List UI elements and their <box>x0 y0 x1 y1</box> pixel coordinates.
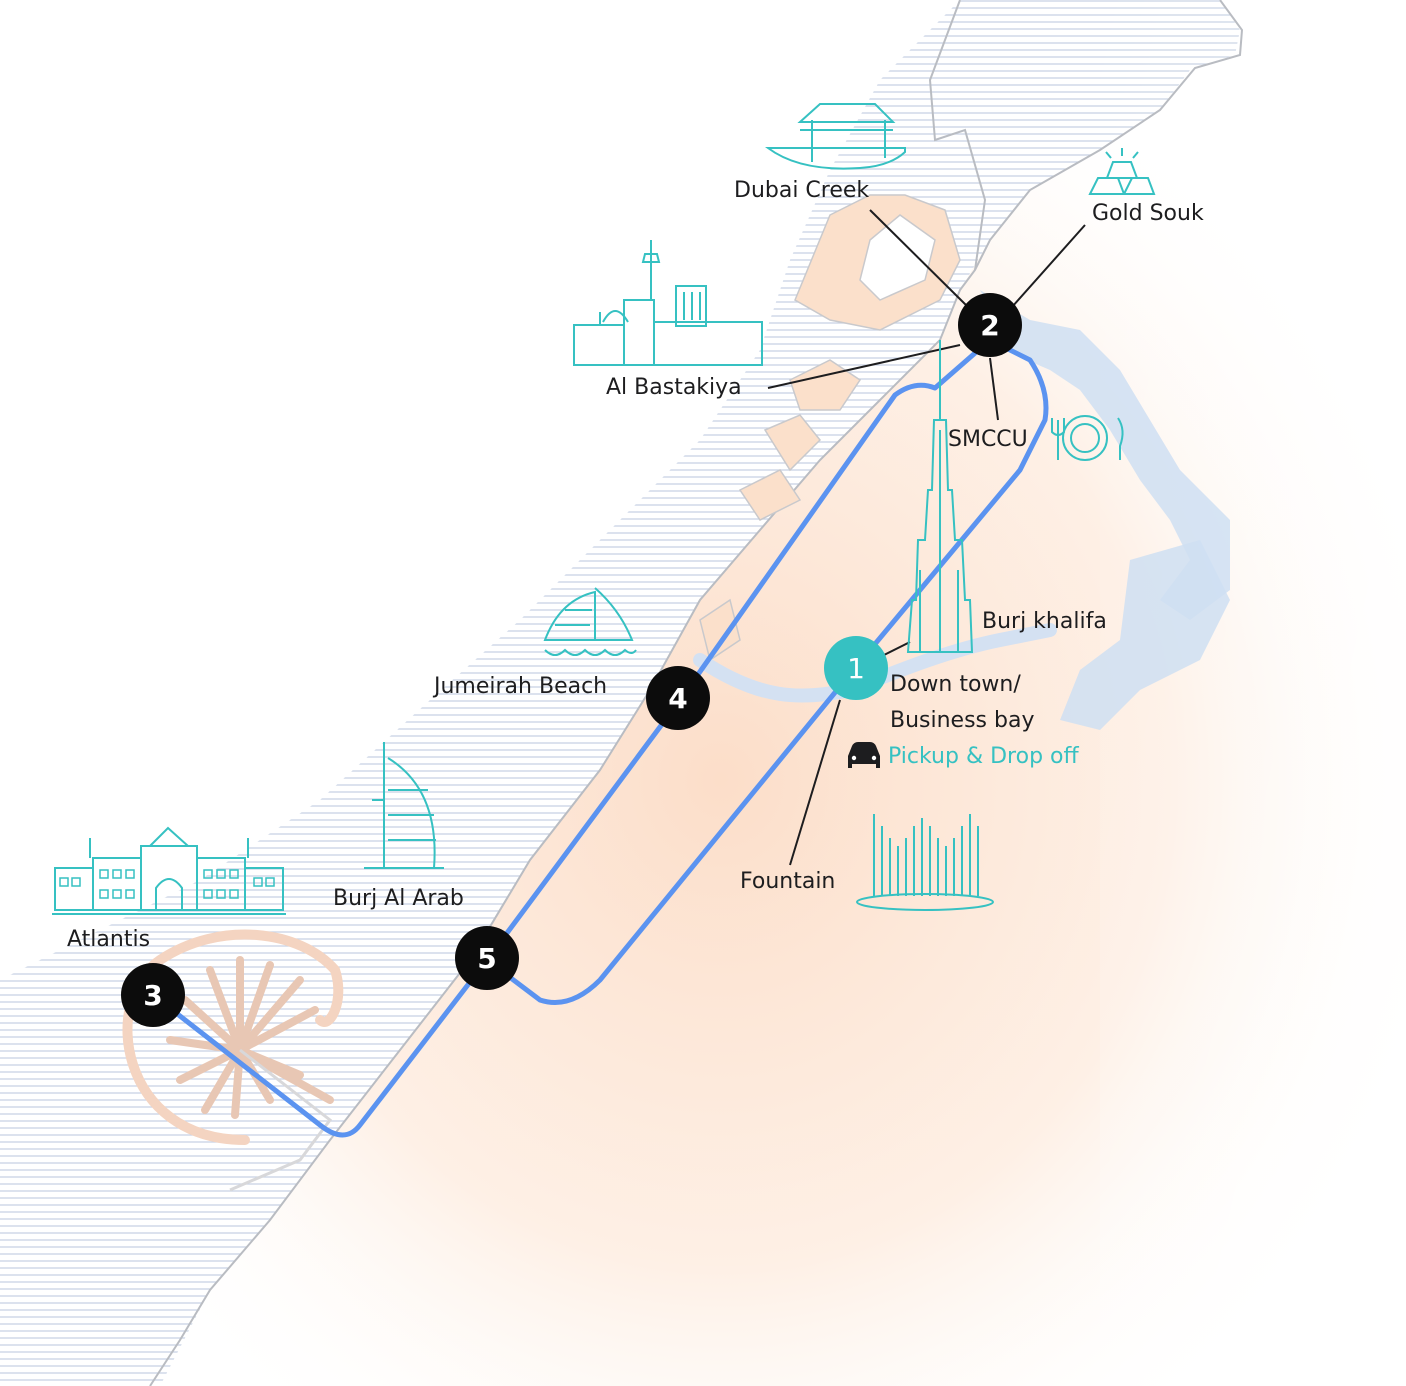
label-pickup-dropoff: Pickup & Drop off <box>888 744 1079 769</box>
atlantis-hotel-icon <box>52 826 286 915</box>
creek-shore <box>928 0 987 271</box>
sea-area <box>0 0 1240 1386</box>
fountain-icon <box>856 814 994 911</box>
tour-route-line <box>150 337 1049 1138</box>
label-al-bastakiya: Al Bastakiya <box>606 375 742 400</box>
gold-bars-icon <box>1088 148 1156 195</box>
jumeirah-hotel-icon <box>543 587 637 656</box>
port-rashid <box>699 194 961 662</box>
stop-marker-4[interactable]: 4 <box>646 666 710 730</box>
stop-marker-2[interactable]: 2 <box>958 293 1022 357</box>
ras-al-khor <box>1060 540 1230 730</box>
burj-al-arab-icon <box>364 742 444 869</box>
bastakiya-building-icon <box>573 240 763 366</box>
palm-trunk <box>229 1048 333 1192</box>
coastline <box>149 0 1244 1386</box>
label-burj-khalifa: Burj khalifa <box>982 609 1107 634</box>
burj-khalifa-icon <box>906 340 974 653</box>
label-gold-souk: Gold Souk <box>1092 201 1204 226</box>
label-burj-al-arab: Burj Al Arab <box>333 886 464 911</box>
label-fountain: Fountain <box>740 869 836 894</box>
stop-marker-5[interactable]: 5 <box>455 926 519 990</box>
stop-marker-1[interactable]: 1 <box>824 636 888 700</box>
label-business-bay: Business bay <box>890 708 1035 733</box>
label-jumeirah-beach: Jumeirah Beach <box>434 674 608 699</box>
plate-cutlery-icon <box>1051 415 1124 461</box>
label-smccu: SMCCU <box>948 427 1028 452</box>
leader-lines <box>767 209 1086 866</box>
car-icon <box>848 742 880 768</box>
palm-jumeirah <box>122 929 344 1145</box>
abra-boat-icon <box>764 103 906 170</box>
label-atlantis: Atlantis <box>67 927 151 952</box>
label-downtown: Down town/ <box>890 672 1021 697</box>
stop-marker-3[interactable]: 3 <box>121 963 185 1027</box>
label-dubai-creek: Dubai Creek <box>734 178 870 203</box>
